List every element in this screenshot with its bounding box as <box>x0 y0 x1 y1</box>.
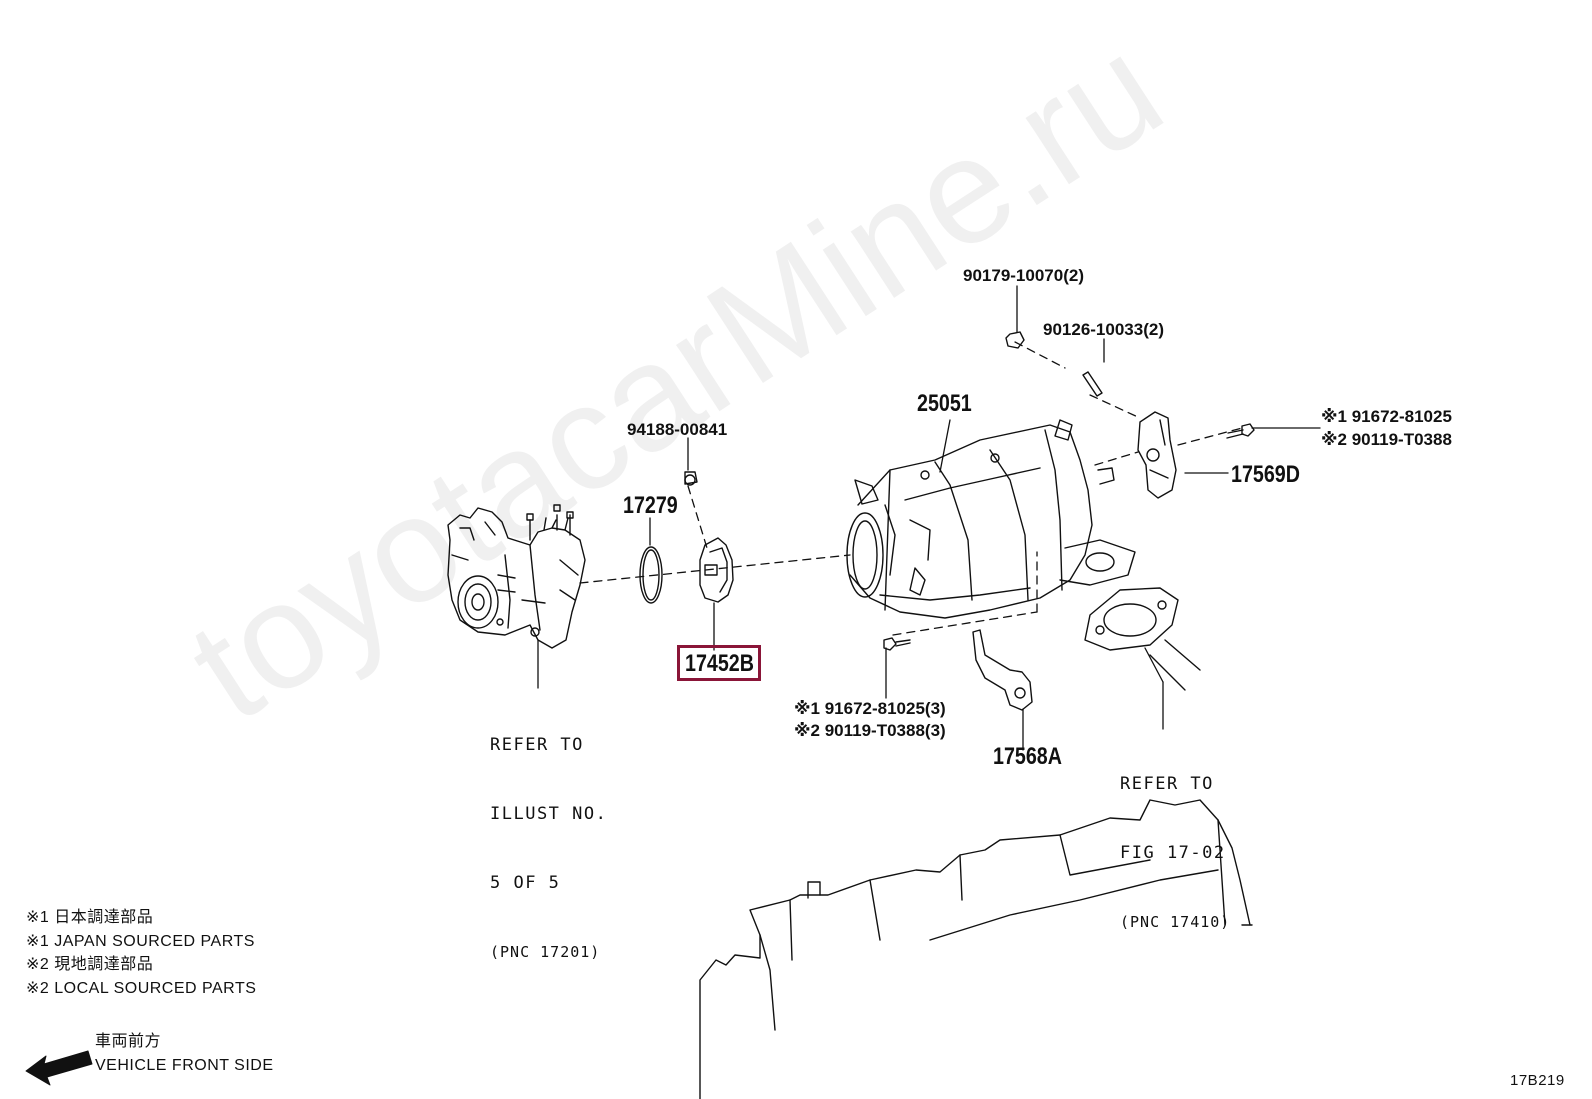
refer-note-pnc: (PNC 17201) <box>490 943 601 961</box>
converter-25051-drawing <box>846 419 1136 619</box>
bracket-17569D-drawing <box>1137 411 1177 499</box>
refer-note-pnc: (PNC 17410) <box>1120 913 1231 931</box>
turbocharger-drawing <box>447 504 586 649</box>
part-17569D[interactable]: 17569D <box>1231 461 1300 488</box>
front-side-label-jp: 車両前方 <box>95 1033 162 1050</box>
refer-note-line: ILLUST NO. <box>490 804 608 824</box>
part-lower-bolt-local[interactable]: ※2 90119-T0388(3) <box>794 721 946 740</box>
engine-block-drawing <box>699 799 1253 1099</box>
clamp-17452B-drawing <box>684 471 734 603</box>
gasket-17279-drawing <box>639 546 663 604</box>
legend-line: ※1 JAPAN SOURCED PARTS <box>26 933 255 950</box>
legend-line: ※1 日本調達部品 <box>26 909 154 926</box>
legend-line: ※2 LOCAL SOURCED PARTS <box>26 980 257 997</box>
part-17452B[interactable]: 17452B <box>685 650 754 677</box>
refer-note-line: FIG 17-02 <box>1120 843 1226 863</box>
part-right-bolt-local[interactable]: ※2 90119-T0388 <box>1321 430 1452 449</box>
legend-line: ※2 現地調達部品 <box>26 956 154 973</box>
refer-note-line: 5 OF 5 <box>490 873 561 893</box>
part-90126[interactable]: 90126-10033(2) <box>1043 320 1164 339</box>
refer-note-line: REFER TO <box>1120 774 1214 794</box>
stay-17568A-drawing <box>972 629 1033 711</box>
part-lower-bolt-japan[interactable]: ※1 91672-81025(3) <box>794 699 946 718</box>
part-17568A[interactable]: 17568A <box>993 743 1062 770</box>
refer-note-fig-17-02[interactable]: REFER TO FIG 17-02 (PNC 17410) <box>1120 727 1230 980</box>
highlighted-part-box[interactable]: 17452B <box>677 645 761 681</box>
fasteners-drawing <box>883 331 1255 651</box>
leader-lines <box>537 285 1321 751</box>
part-90179[interactable]: 90179-10070(2) <box>963 266 1084 285</box>
part-94188[interactable]: 94188-00841 <box>627 420 728 439</box>
figure-id: 17B219 <box>1510 1072 1565 1089</box>
refer-note-turbo[interactable]: REFER TO ILLUST NO. 5 OF 5 (PNC 17201) <box>490 688 607 1010</box>
front-side-label-en: VEHICLE FRONT SIDE <box>95 1057 274 1074</box>
front-direction-arrow <box>25 1050 93 1086</box>
part-right-bolt-japan[interactable]: ※1 91672-81025 <box>1321 407 1452 426</box>
refer-note-line: REFER TO <box>490 735 584 755</box>
assembly-dash-lines <box>579 341 1243 636</box>
part-17279[interactable]: 17279 <box>623 492 678 519</box>
gasket-flange-drawing <box>1084 587 1201 691</box>
part-25051[interactable]: 25051 <box>917 390 972 417</box>
